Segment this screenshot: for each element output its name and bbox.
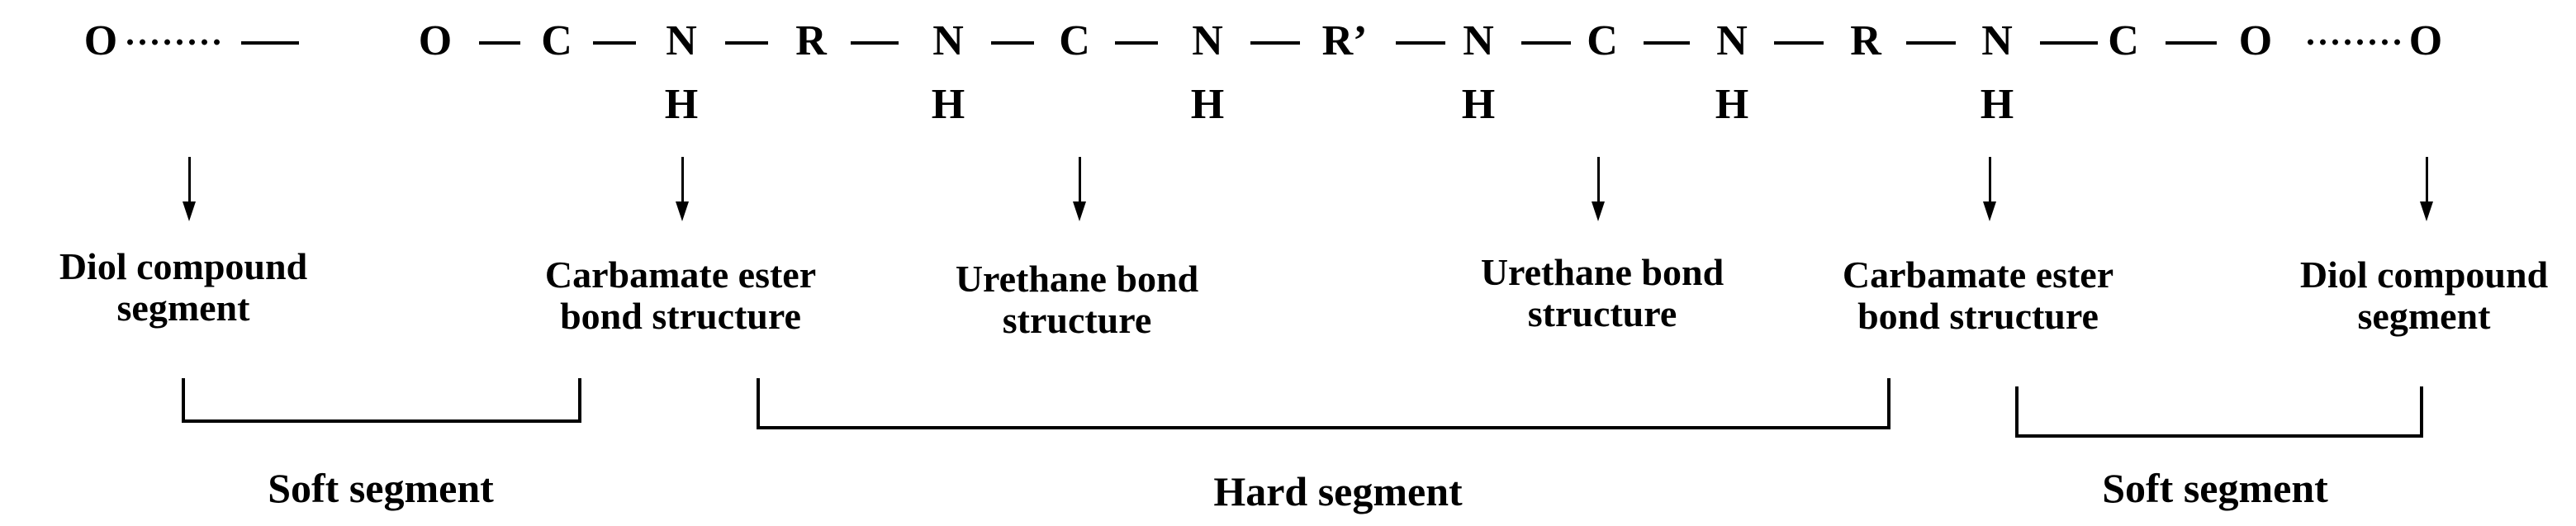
chain-bond <box>991 41 1034 45</box>
dotted-bond-left <box>124 39 223 45</box>
bracket-soft-right-base <box>2015 434 2423 438</box>
chain-atom-o: O <box>2238 17 2273 64</box>
chain-atom-c: C <box>1587 17 1618 64</box>
bracket-hard-base <box>757 426 1890 429</box>
label-hard-segment: Hard segment <box>1213 468 1463 514</box>
bracket-soft-right-side <box>2015 386 2019 438</box>
arrow-head <box>1073 201 1086 221</box>
chain-bond <box>1906 41 1956 45</box>
bracket-hard-side <box>757 378 760 428</box>
chain-bond <box>2166 41 2217 45</box>
chain-atom-n: N <box>1981 17 2013 64</box>
bracket-soft-left-base <box>182 419 581 423</box>
chain-atom-c: C <box>1059 17 1090 64</box>
hydrogen-atom: H <box>931 81 965 128</box>
label-carbamate-ester-left: Carbamate ester bond structure <box>544 254 817 337</box>
chain-atom-o-left-end: O <box>83 17 118 64</box>
arrow-diol-right <box>2426 157 2428 205</box>
chain-bond <box>241 41 299 45</box>
hydrogen-atom: H <box>1461 81 1496 128</box>
hydrogen-atom: H <box>664 81 699 128</box>
label-soft-segment-left: Soft segment <box>268 465 494 511</box>
chain-bond <box>1396 41 1445 45</box>
arrow-head <box>1592 201 1605 221</box>
chain-atom-o-right-end: O <box>2408 17 2443 64</box>
chain-atom-n: N <box>1716 17 1748 64</box>
hydrogen-atom: H <box>1715 81 1749 128</box>
dotted-bond-right <box>2304 39 2403 45</box>
chain-bond <box>1115 41 1158 45</box>
label-diol-compound-segment-left: Diol compound segment <box>59 245 308 329</box>
arrow-head <box>1983 201 1996 221</box>
chain-bond <box>725 41 768 45</box>
bracket-soft-right-side <box>2420 386 2423 438</box>
hydrogen-atom: H <box>1980 81 2014 128</box>
label-soft-segment-right: Soft segment <box>2102 465 2328 511</box>
hydrogen-atom: H <box>1190 81 1225 128</box>
chain-bond <box>1774 41 1824 45</box>
label-carbamate-ester-right: Carbamate ester bond structure <box>1842 254 2114 337</box>
chain-atom-c: C <box>541 17 572 64</box>
bracket-soft-left-side <box>578 378 581 421</box>
chain-atom-n: N <box>1463 17 1494 64</box>
chain-atom-c: C <box>2108 17 2139 64</box>
chain-atom-o: O <box>418 17 453 64</box>
chain-bond <box>2040 41 2098 45</box>
label-diol-compound-segment-right: Diol compound segment <box>2299 254 2549 337</box>
chain-atom-n: N <box>932 17 964 64</box>
arrow-carbamate-right <box>1989 157 1991 205</box>
bracket-soft-left-side <box>182 378 185 421</box>
chain-bond <box>1521 41 1571 45</box>
arrow-head <box>2420 201 2433 221</box>
arrow-head <box>183 201 196 221</box>
bracket-hard-side <box>1887 378 1890 428</box>
chain-bond <box>1644 41 1690 45</box>
chain-atom-n: N <box>666 17 697 64</box>
arrow-head <box>676 201 689 221</box>
label-urethane-bond-left: Urethane bond structure <box>955 258 1199 341</box>
chain-atom-r-prime: R’ <box>1321 17 1368 64</box>
chain-atom-r: R <box>795 17 827 64</box>
arrow-urethane-right <box>1597 157 1600 205</box>
chain-bond <box>593 41 636 45</box>
arrow-urethane-left <box>1079 157 1081 205</box>
label-urethane-bond-right: Urethane bond structure <box>1480 251 1724 334</box>
arrow-diol-left <box>188 157 191 205</box>
chain-bond <box>851 41 899 45</box>
chain-bond <box>479 41 520 45</box>
chain-atom-n: N <box>1192 17 1223 64</box>
chain-bond <box>1250 41 1300 45</box>
arrow-carbamate-left <box>681 157 684 205</box>
chain-atom-r: R <box>1850 17 1881 64</box>
